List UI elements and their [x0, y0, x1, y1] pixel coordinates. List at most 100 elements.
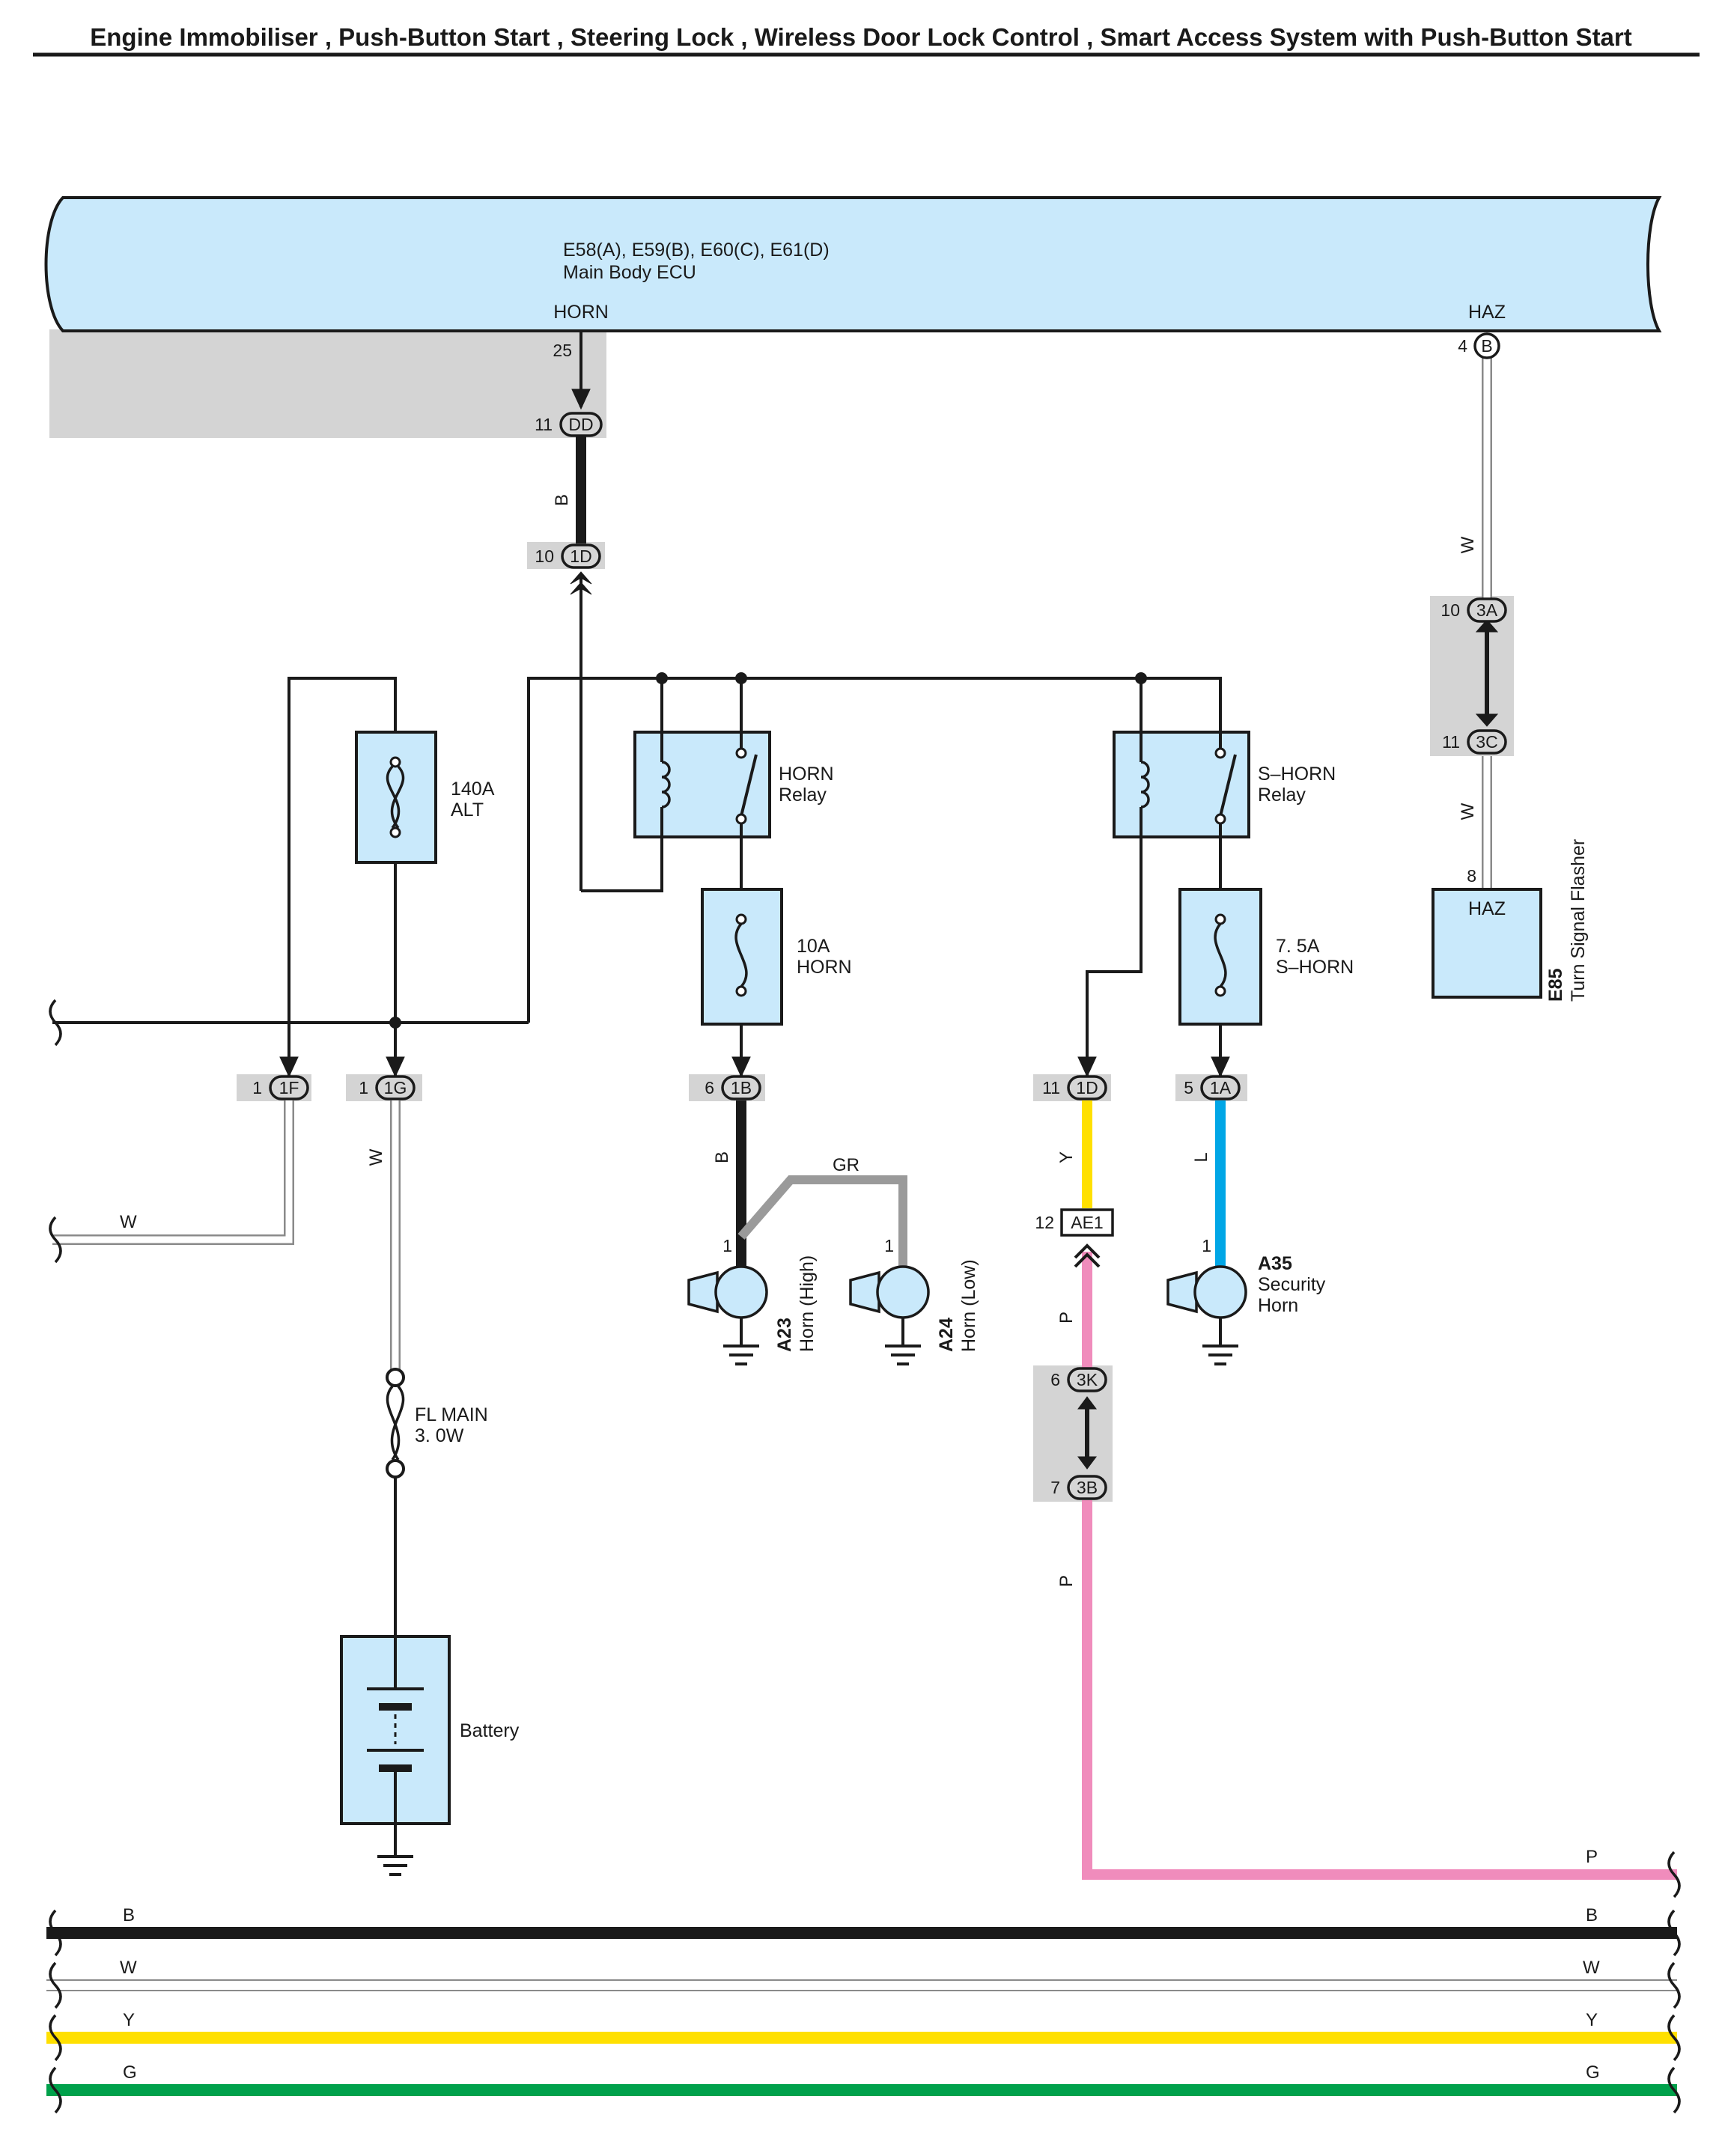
svg-text:3A: 3A: [1476, 600, 1498, 620]
connector-3b: 3B 7: [1050, 1475, 1107, 1500]
arrows: [279, 389, 1499, 1470]
svg-text:3B: 3B: [1077, 1478, 1098, 1497]
svg-text:1: 1: [252, 1078, 262, 1097]
svg-text:11: 11: [535, 415, 553, 434]
svg-text:1A: 1A: [1210, 1078, 1232, 1097]
svg-text:Horn (Low): Horn (Low): [958, 1259, 979, 1352]
svg-text:A35: A35: [1258, 1253, 1292, 1274]
ecu-terminal-haz: HAZ: [1468, 302, 1506, 323]
svg-text:6: 6: [705, 1078, 714, 1097]
svg-text:1: 1: [884, 1236, 894, 1255]
battery: Battery: [340, 1635, 520, 1825]
ecu-name: Main Body ECU: [563, 262, 696, 283]
ecu-connector-shade: [49, 329, 606, 438]
wire-top-bus: [527, 677, 1222, 1023]
wire-label-w-haz1: W: [1458, 536, 1478, 553]
svg-text:3C: 3C: [1476, 732, 1497, 752]
connector-1g: 1G 1: [359, 1075, 416, 1100]
wire-alt-loop: [287, 677, 397, 1077]
wire-w-1f: [52, 1100, 294, 1245]
svg-text:11: 11: [1042, 1078, 1060, 1097]
svg-text:8: 8: [1467, 866, 1476, 886]
wire-label-p-right: P: [1586, 1847, 1598, 1867]
svg-text:140A: 140A: [451, 779, 495, 800]
bus-label-g-right: G: [1586, 2062, 1600, 2083]
wire-label-p2: P: [1056, 1575, 1077, 1587]
connector-1d-top: 1D 10: [535, 543, 601, 569]
wire-label-w-haz2: W: [1458, 803, 1478, 820]
svg-text:DD: DD: [568, 415, 593, 434]
svg-text:10: 10: [535, 546, 554, 566]
connector-shade-3a-3c: [1430, 596, 1514, 756]
connector-1b: 1B 6: [705, 1075, 761, 1100]
svg-text:AE1: AE1: [1071, 1213, 1103, 1232]
wire-relay-coil-ground: [581, 837, 663, 892]
connector-1a: 1A 5: [1184, 1075, 1241, 1100]
svg-text:FL MAIN: FL MAIN: [415, 1404, 488, 1425]
ecu-horn-pin: 25: [553, 341, 572, 360]
wire-gr: [737, 1175, 907, 1273]
wire-label-w-1g: W: [366, 1148, 386, 1166]
svg-text:S–HORN: S–HORN: [1276, 957, 1354, 978]
svg-text:10: 10: [1440, 600, 1460, 620]
connector-1f: 1F 1: [252, 1075, 309, 1100]
wire-label-l: L: [1191, 1152, 1211, 1162]
connector-3c: 3C 11: [1442, 729, 1507, 755]
svg-text:3K: 3K: [1077, 1370, 1098, 1389]
horn-a35: 1 A35 Security Horn: [1166, 1236, 1326, 1345]
svg-text:5: 5: [1184, 1078, 1193, 1097]
connector-3k: 3K 6: [1050, 1367, 1107, 1392]
wire-p-3b-right: [1082, 1500, 1677, 1880]
wire-label-y: Y: [1056, 1151, 1077, 1163]
bus-label-y-right: Y: [1586, 2010, 1598, 2030]
svg-text:Turn Signal Flasher: Turn Signal Flasher: [1568, 839, 1589, 1002]
page-title: Engine Immobiliser , Push-Button Start ,…: [90, 23, 1632, 51]
fuse-10a-horn: 10A HORN: [701, 888, 852, 1026]
svg-text:Security: Security: [1258, 1274, 1326, 1295]
bus-label-w-right: W: [1583, 1958, 1600, 1978]
junction-dots: [389, 672, 1147, 1029]
svg-text:A24: A24: [936, 1318, 957, 1352]
svg-text:7: 7: [1050, 1478, 1060, 1497]
svg-text:1B: 1B: [731, 1078, 752, 1097]
svg-text:HORN: HORN: [797, 957, 852, 978]
horn-a24: 1 A24 Horn (Low): [849, 1236, 979, 1352]
svg-text:ALT: ALT: [451, 800, 484, 820]
svg-text:Relay: Relay: [779, 785, 827, 806]
svg-text:1F: 1F: [279, 1078, 299, 1097]
connector-b-haz: B 4: [1458, 332, 1500, 359]
wire-label-b-top: B: [552, 494, 572, 506]
svg-text:HAZ: HAZ: [1468, 898, 1506, 919]
svg-text:4: 4: [1458, 336, 1467, 356]
svg-text:11: 11: [1442, 732, 1460, 752]
main-body-ecu-box: [44, 196, 1662, 332]
wire-label-p1: P: [1056, 1312, 1077, 1324]
svg-text:1G: 1G: [384, 1078, 407, 1097]
connector-1d-bot: 1D 11: [1042, 1075, 1107, 1100]
wire-w-1f-core: [52, 1100, 293, 1243]
connector-dd: DD 11: [535, 412, 603, 437]
connector-ae1: AE1 12: [1035, 1208, 1114, 1237]
bus-label-g-left: G: [123, 2062, 137, 2083]
wire-label-b-1b: B: [712, 1151, 732, 1163]
connector-3a: 3A 10: [1440, 597, 1507, 623]
svg-text:S–HORN: S–HORN: [1258, 764, 1336, 785]
break-marks: [49, 999, 1681, 2114]
svg-text:B: B: [1481, 336, 1492, 356]
svg-text:10A: 10A: [797, 936, 830, 957]
svg-text:3. 0W: 3. 0W: [415, 1425, 464, 1446]
shorn-relay: S–HORN Relay: [1113, 731, 1336, 838]
svg-text:Horn (High): Horn (High): [797, 1255, 818, 1352]
fuse-fl-main: FL MAIN 3. 0W: [386, 1368, 488, 1479]
wire-label-gr: GR: [833, 1155, 860, 1175]
horn-a23: 1 A23 Horn (High): [687, 1236, 818, 1352]
horn-relay: HORN Relay: [633, 731, 834, 838]
svg-text:7. 5A: 7. 5A: [1276, 936, 1320, 957]
svg-text:A23: A23: [774, 1318, 795, 1352]
svg-text:1D: 1D: [570, 546, 591, 566]
svg-text:Relay: Relay: [1258, 785, 1306, 806]
battery-label: Battery: [460, 1720, 520, 1741]
svg-text:HORN: HORN: [779, 764, 834, 785]
bus-label-y-left: Y: [123, 2010, 135, 2030]
